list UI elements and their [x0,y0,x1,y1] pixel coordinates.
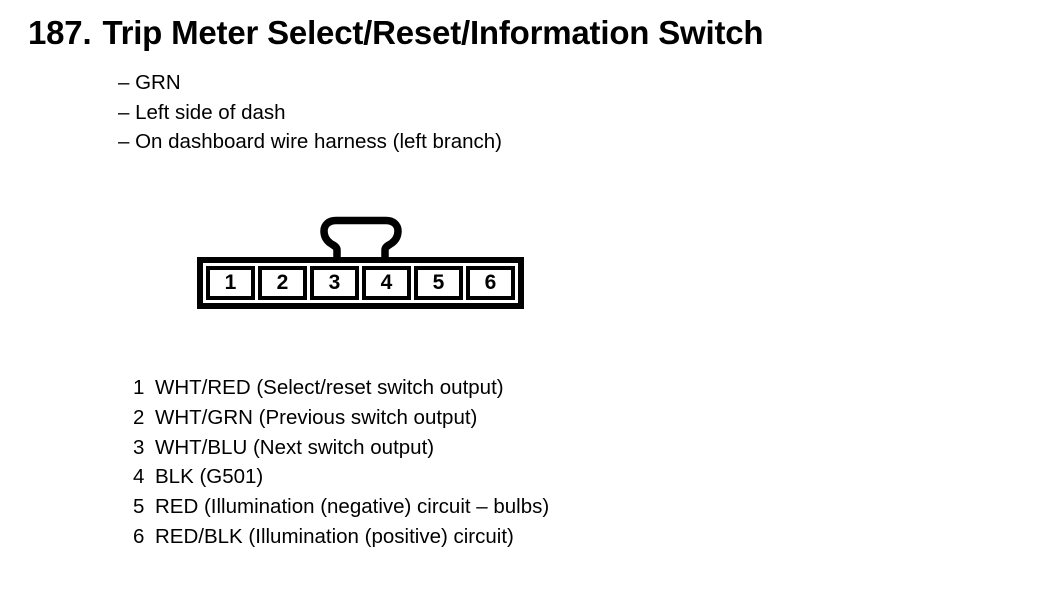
pinout-row: 4 BLK (G501) [133,462,549,492]
connector-cavity-3: 3 [310,266,359,300]
note-line: – Left side of dash [118,100,286,124]
pin-description: WHT/RED (Select/reset switch output) [155,376,504,399]
pinout-row: 6 RED/BLK (Illumination (positive) circu… [133,522,549,552]
cavity-number: 2 [276,271,289,294]
pinout-row: 2 WHT/GRN (Previous switch output) [133,403,549,433]
section-heading: 187. Trip Meter Select/Reset/Information… [28,13,764,53]
connector-diagram: 1 2 3 4 5 6 [197,216,524,309]
item-number: 187. [28,14,92,51]
cavity-number: 5 [432,271,445,294]
pin-number: 6 [133,524,145,548]
connector-cavity-1: 1 [206,266,255,300]
note-line: – GRN [118,71,181,94]
cavity-number: 3 [328,271,341,294]
pin-description: RED/BLK (Illumination (positive) circuit… [155,524,514,548]
page-title: Trip Meter Select/Reset/Information Swit… [102,14,764,51]
pin-description: WHT/GRN (Previous switch output) [155,405,478,429]
pin-description: WHT/BLU (Next switch output) [155,435,435,459]
pin-description: BLK (G501) [155,465,264,489]
cavity-number: 4 [380,271,393,294]
connector-body: 1 2 3 4 5 6 [197,257,524,309]
cavity-number: 1 [224,271,237,294]
pin-number: 5 [133,495,145,519]
pinout-list: 1 WHT/RED (Select/reset switch output) 2… [133,373,549,552]
connector-cavity-5: 5 [414,266,463,300]
pin-number: 2 [133,405,145,429]
note-line: – On dashboard wire harness (left branch… [118,130,503,153]
pinout-row: 1 WHT/RED (Select/reset switch output) [133,373,549,403]
pin-description: RED (Illumination (negative) circuit – b… [155,495,550,519]
connector-cavity-6: 6 [466,266,515,300]
pin-number: 1 [133,376,145,399]
cavity-number: 6 [484,271,497,294]
pinout-row: 3 WHT/BLU (Next switch output) [133,433,549,463]
pin-number: 4 [133,465,145,489]
connector-cavity-2: 2 [258,266,307,300]
pin-number: 3 [133,435,145,459]
connector-cavity-4: 4 [362,266,411,300]
notes-list: – GRN – Left side of dash – On dashboard… [118,68,502,157]
connector-latch-icon [319,216,402,260]
pinout-row: 5 RED (Illumination (negative) circuit –… [133,492,549,522]
